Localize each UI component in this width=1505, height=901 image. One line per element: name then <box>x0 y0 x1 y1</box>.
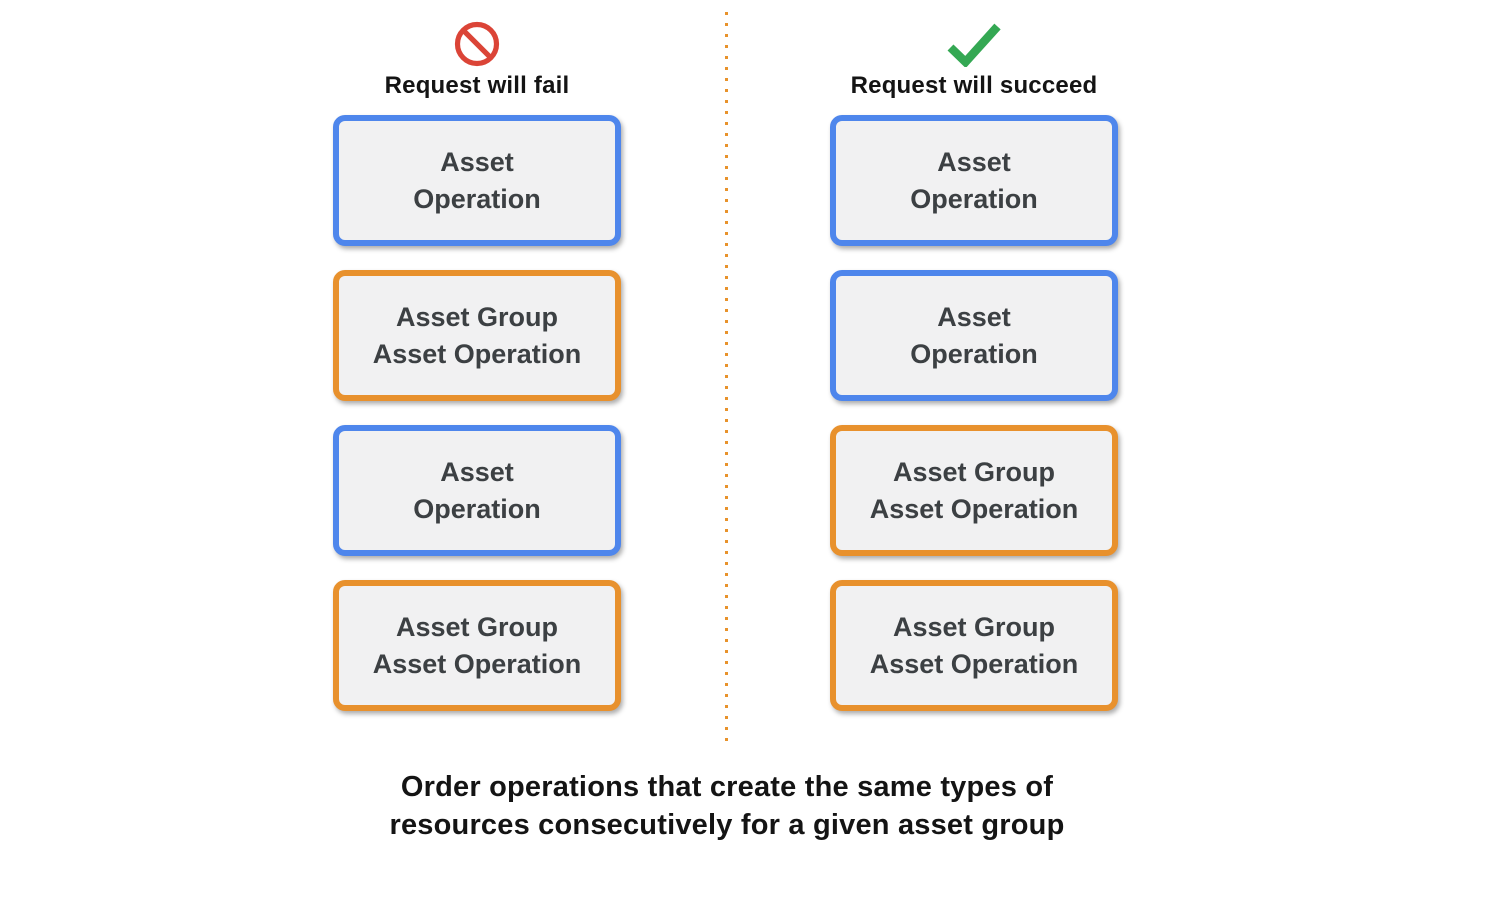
succeed-box-asset-operation-2: Asset Operation <box>830 270 1118 401</box>
succeed-box-asset-operation-1: Asset Operation <box>830 115 1118 246</box>
box-label-line: Asset <box>937 146 1011 177</box>
succeed-box-asset-group-asset-operation-1: Asset Group Asset Operation <box>830 425 1118 556</box>
box-label-line: Asset Group <box>892 456 1056 487</box>
box-label-line: Operation <box>413 493 541 524</box>
caption-line-2: resources consecutively for a given asse… <box>389 809 1065 841</box>
fail-icon-wrap <box>454 20 500 68</box>
dotted-divider <box>725 12 728 742</box>
box-label-line: Asset Operation <box>869 493 1079 524</box>
succeed-column-title: Request will succeed <box>850 72 1098 99</box>
box-label-line: Operation <box>910 338 1038 369</box>
box-label-line: Asset Group <box>395 301 559 332</box>
box-label-line: Asset Group <box>395 611 559 642</box>
caption-line-1: Order operations that create the same ty… <box>400 771 1054 803</box>
fail-box-asset-group-asset-operation-2: Asset Group Asset Operation <box>333 580 621 711</box>
check-icon <box>947 23 1001 67</box>
fail-box-asset-operation-2: Asset Operation <box>333 425 621 556</box>
box-label-line: Operation <box>910 183 1038 214</box>
box-label-line: Asset Operation <box>372 338 582 369</box>
box-label-line: Asset Operation <box>372 648 582 679</box>
fail-column-title: Request will fail <box>384 72 570 99</box>
fail-column: Request will fail Asset Operation Asset … <box>333 0 621 711</box>
box-label-line: Operation <box>413 183 541 214</box>
prohibited-icon <box>454 21 500 67</box>
box-label-line: Asset Operation <box>869 648 1079 679</box>
fail-box-asset-operation-1: Asset Operation <box>333 115 621 246</box>
succeed-column: Request will succeed Asset Operation Ass… <box>830 0 1118 711</box>
succeed-box-asset-group-asset-operation-2: Asset Group Asset Operation <box>830 580 1118 711</box>
box-label-line: Asset <box>440 456 514 487</box>
box-label-line: Asset <box>937 301 1011 332</box>
box-label-line: Asset Group <box>892 611 1056 642</box>
diagram-caption: Order operations that create the same ty… <box>0 768 1454 844</box>
box-label-line: Asset <box>440 146 514 177</box>
fail-box-asset-group-asset-operation-1: Asset Group Asset Operation <box>333 270 621 401</box>
succeed-icon-wrap <box>945 20 1003 68</box>
